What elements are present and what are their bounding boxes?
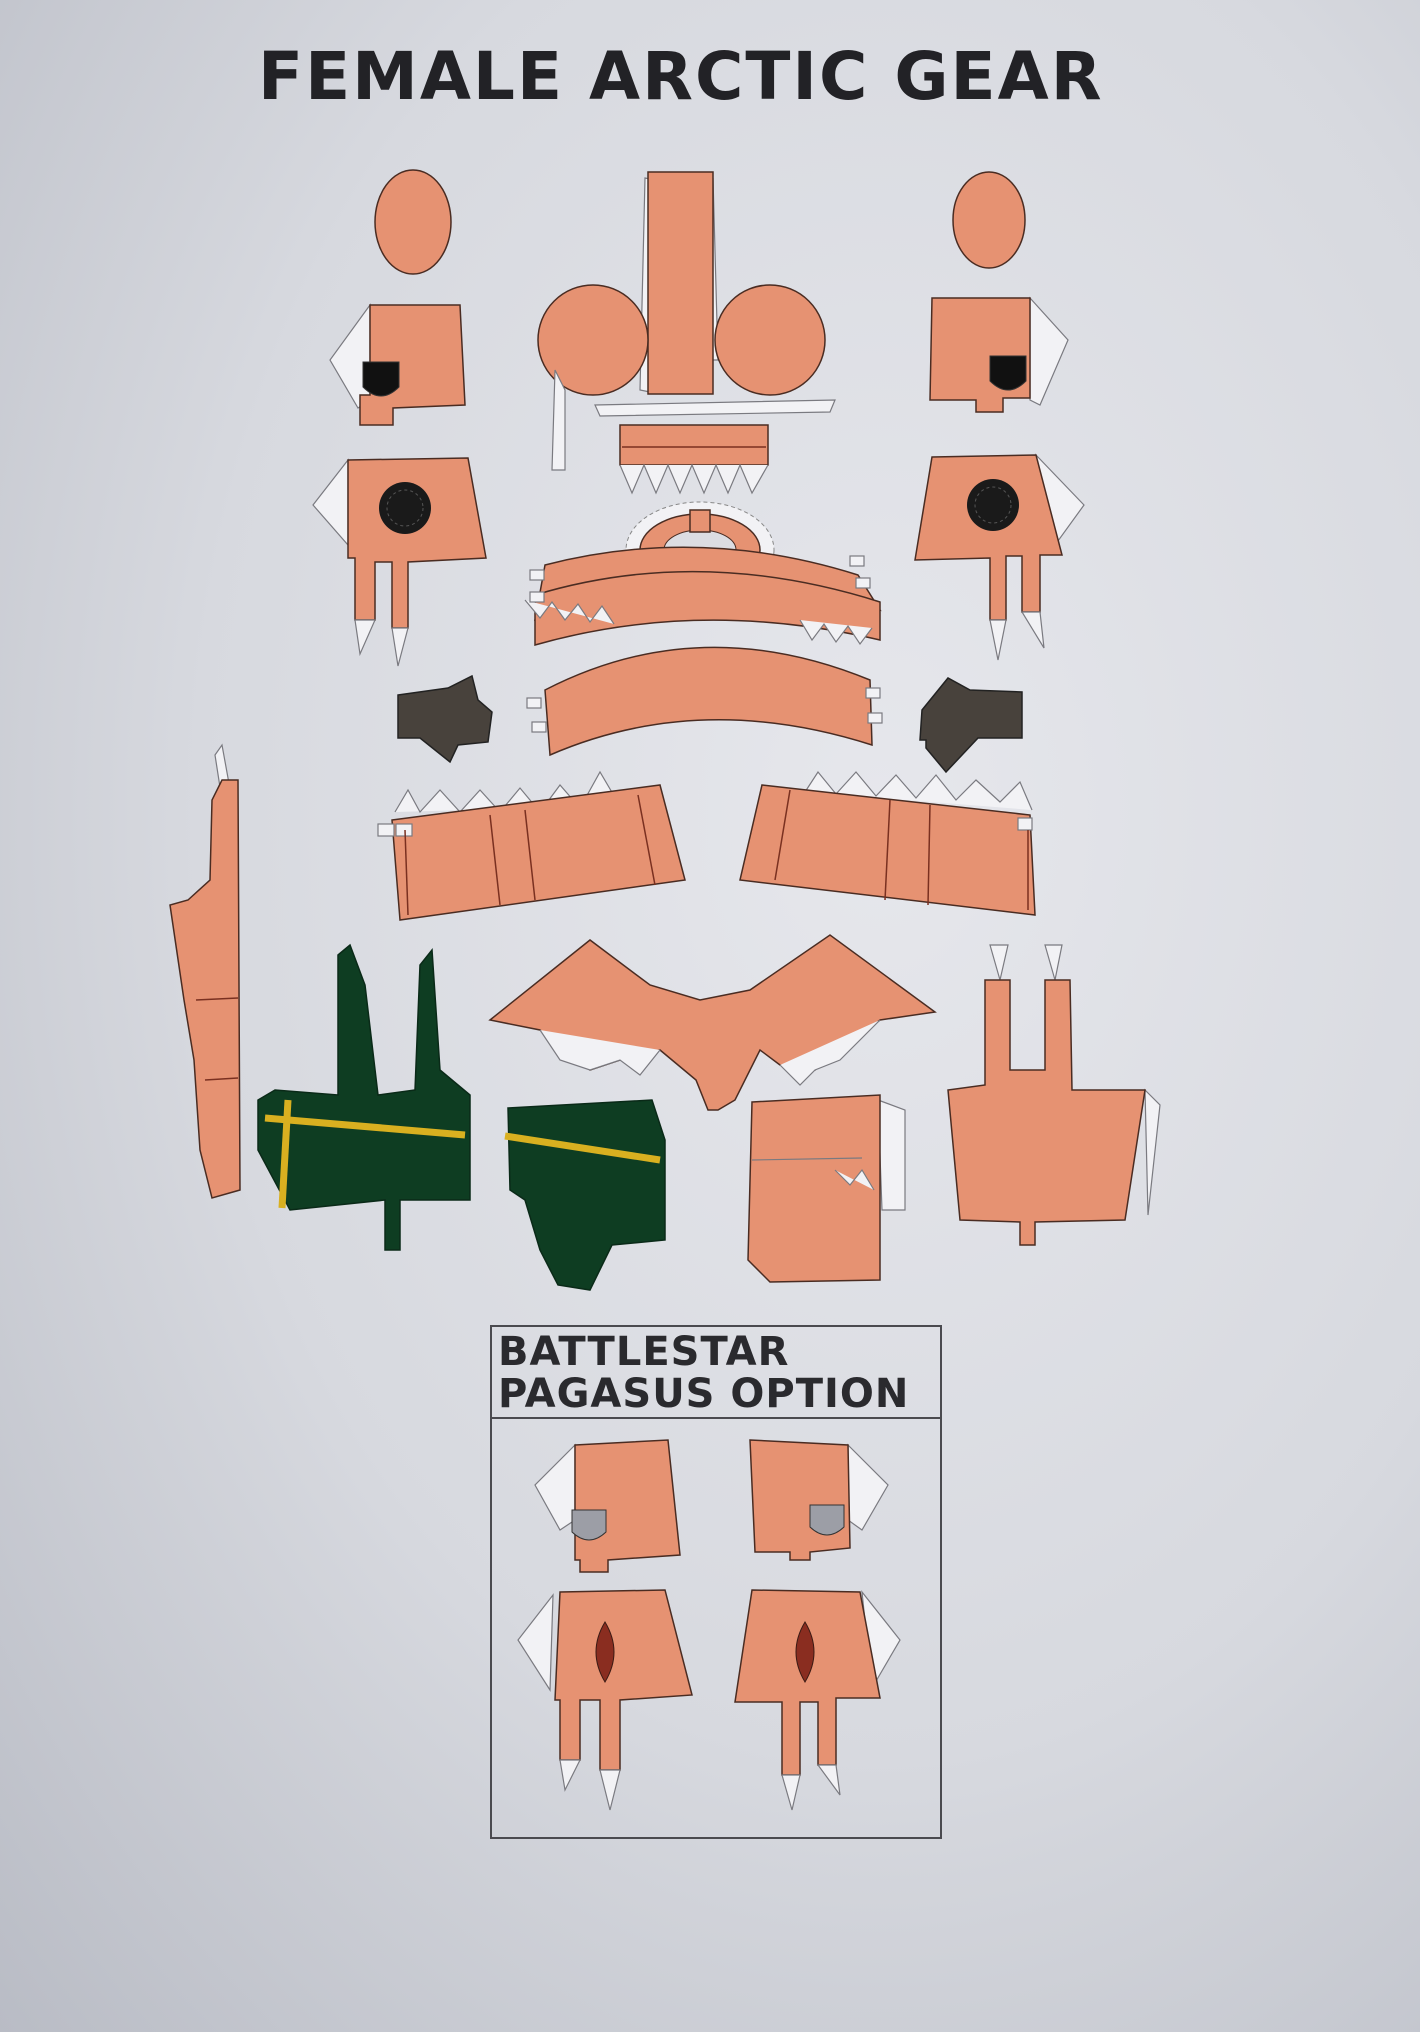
- left-skirt-piece: [377, 770, 686, 921]
- left-shoulder-piece: [329, 303, 466, 426]
- right-forearm-piece: [914, 453, 1085, 661]
- lower-center-piece: [747, 1094, 906, 1283]
- left-head-oval: [374, 169, 452, 275]
- option-left-shield-badge: [571, 1509, 607, 1541]
- rolled-paper-strip: [169, 743, 241, 1199]
- green-pouch-with-cross: [257, 943, 471, 1251]
- center-upper-belt: [524, 546, 882, 646]
- option-right-emblem: [795, 1621, 815, 1683]
- option-right-shoulder: [749, 1439, 889, 1561]
- center-breastplate: [537, 171, 836, 495]
- option-left-emblem: [595, 1621, 615, 1683]
- lower-right-piece: [947, 944, 1161, 1246]
- right-shoulder-piece: [929, 296, 1069, 413]
- left-dark-gray-piece: [397, 674, 493, 764]
- option-title-line-2: PAGASUS OPTION: [498, 1371, 910, 1417]
- right-skirt-piece: [739, 770, 1036, 916]
- option-right-forearm: [734, 1589, 901, 1811]
- left-forearm-piece: [312, 457, 487, 667]
- right-head-oval: [952, 171, 1026, 269]
- option-left-shoulder: [534, 1439, 681, 1573]
- right-shoulder-badge: [989, 355, 1027, 391]
- right-dark-gray-piece: [919, 677, 1023, 774]
- option-right-shield-badge: [809, 1504, 845, 1536]
- option-title-line-1: BATTLESTAR: [498, 1329, 790, 1375]
- battlestar-option-box: BATTLESTAR PAGASUS OPTION: [490, 1325, 942, 1839]
- option-box-header: BATTLESTAR PAGASUS OPTION: [492, 1327, 940, 1419]
- green-pouch-with-stripe: [504, 1099, 666, 1291]
- page-title: FEMALE ARCTIC GEAR: [258, 38, 1104, 115]
- center-lower-belt: [526, 646, 883, 757]
- center-wing-piece: [488, 934, 937, 1111]
- option-left-forearm: [517, 1589, 693, 1811]
- left-shoulder-badge: [362, 361, 400, 397]
